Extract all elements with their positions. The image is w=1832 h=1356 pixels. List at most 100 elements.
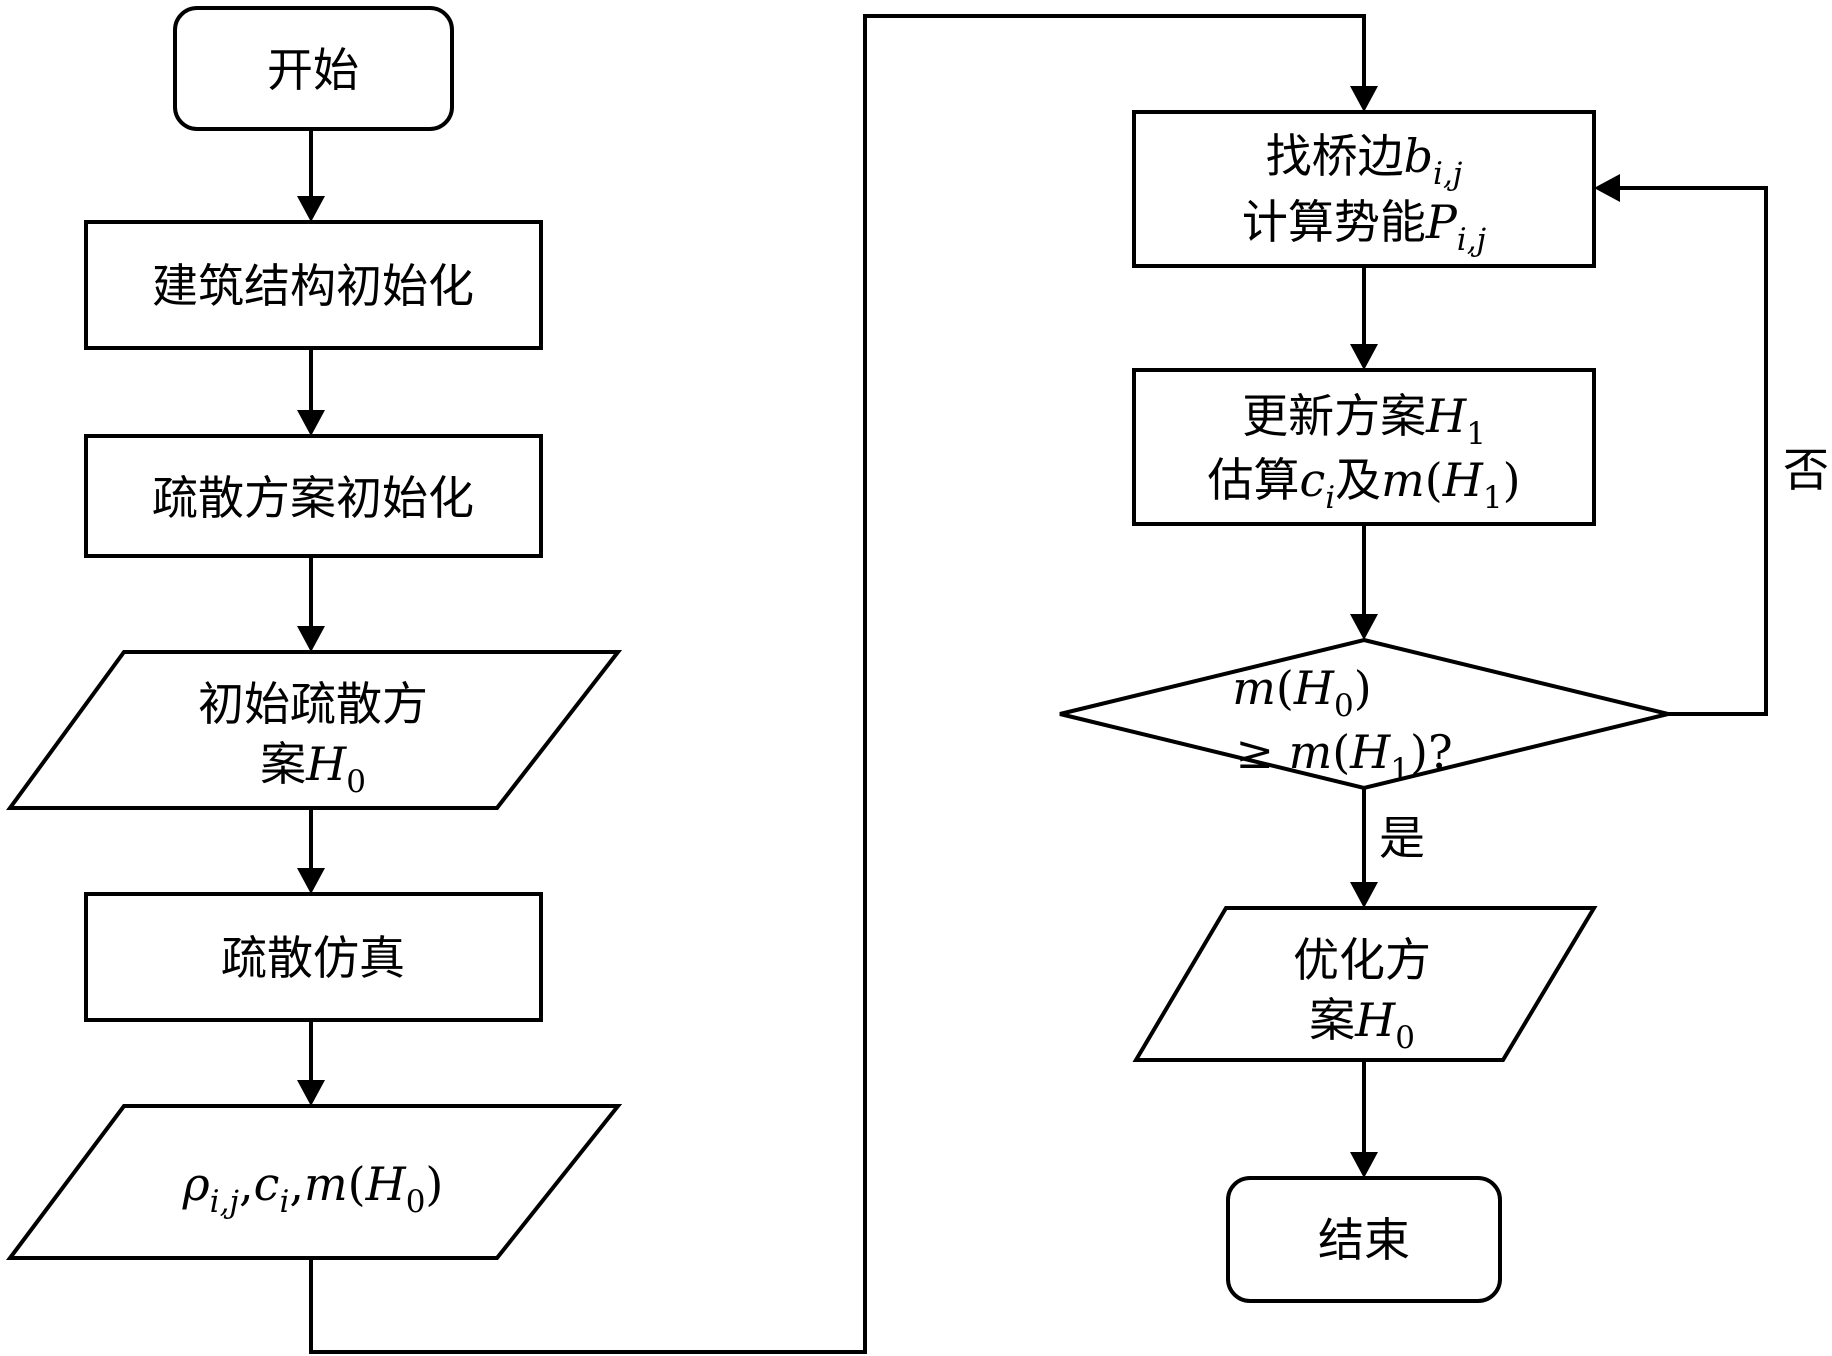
update-plan-line2: 估算ci及m(H1) <box>1207 453 1520 516</box>
outputs-label: ρi,j,ci,m(H0) <box>182 1157 444 1220</box>
node-plan-init: 疏散方案初始化 <box>84 434 543 558</box>
find-bridge-line2-prefix: 计算势能 <box>1242 195 1426 249</box>
update-plan-c-sub: i <box>1325 480 1335 516</box>
edge-outputs-to-find-bridge <box>309 14 1366 1354</box>
update-plan-line2-prefix: 估算 <box>1207 453 1299 507</box>
find-bridge-p: P <box>1425 195 1458 249</box>
edge-label-yes: 是 <box>1379 811 1425 865</box>
node-optimized-plan: 优化方 案H0 <box>1132 906 1598 1062</box>
find-bridge-line2: 计算势能Pi,j <box>1242 195 1487 258</box>
outputs-rho-sub: i,j <box>210 1184 240 1220</box>
node-decision: m(H0) ≥ m(H1)? <box>1059 637 1669 791</box>
decision-line2-m: m <box>1289 725 1333 779</box>
outputs-open: ( <box>348 1157 366 1211</box>
end-label: 结束 <box>1318 1213 1410 1267</box>
arrowhead <box>297 410 325 436</box>
decision-line2-h: H <box>1349 725 1391 779</box>
decision-line1-sub: 0 <box>1334 688 1354 724</box>
edge-label-no: 否 <box>1783 443 1829 497</box>
update-plan-m: m <box>1381 453 1425 507</box>
update-plan-close: ) <box>1503 453 1521 507</box>
arrowhead <box>297 196 325 222</box>
decision-line1-m: m <box>1232 661 1276 715</box>
find-bridge-b: b <box>1404 129 1433 183</box>
decision-shape <box>1059 637 1669 791</box>
decision-line2-open: ( <box>1332 725 1350 779</box>
initial-plan-io-shape <box>6 650 623 810</box>
find-bridge-line1: 找桥边bi,j <box>1266 129 1463 192</box>
node-outputs: ρi,j,ci,m(H0) <box>6 1104 623 1260</box>
plan-init-label: 疏散方案初始化 <box>152 471 474 525</box>
decision-line1-h: H <box>1293 661 1335 715</box>
optimized-plan-sub: 0 <box>1395 1020 1415 1056</box>
outputs-close: ) <box>425 1157 443 1211</box>
initial-plan-var: H <box>305 737 347 791</box>
outputs-rho: ρ <box>182 1157 210 1211</box>
decision-line2-ge: ≥ <box>1235 725 1288 779</box>
decision-line1-open: ( <box>1276 661 1294 715</box>
decision-line2-sub: 1 <box>1390 752 1410 788</box>
update-plan-mid: 及 <box>1335 453 1381 507</box>
arrowhead <box>1350 344 1378 370</box>
edges <box>297 14 1768 1354</box>
update-plan-h2: H <box>1442 453 1484 507</box>
decision-line1: m(H0) <box>1232 661 1371 724</box>
optimized-plan-line2: 案H0 <box>1309 993 1415 1056</box>
decision-line2-close: )? <box>1410 725 1453 779</box>
arrowhead <box>1350 86 1378 112</box>
start-terminal-shape <box>173 6 454 131</box>
initial-plan-line2-prefix: 案 <box>260 737 306 791</box>
end-terminal-shape <box>1226 1176 1502 1303</box>
update-plan-open: ( <box>1425 453 1443 507</box>
initial-plan-line1: 初始疏散方 <box>198 677 428 731</box>
node-initial-plan: 初始疏散方 案H0 <box>6 650 623 810</box>
building-init-label: 建筑结构初始化 <box>152 259 474 313</box>
update-plan-c: c <box>1299 453 1325 507</box>
outputs-c: c <box>254 1157 280 1211</box>
arrowhead <box>1350 1152 1378 1178</box>
arrowhead <box>297 626 325 652</box>
initial-plan-line2: 案H0 <box>260 737 366 800</box>
node-update-plan: 更新方案H1 估算ci及m(H1) <box>1132 368 1596 526</box>
optimized-plan-line2-prefix: 案 <box>1309 993 1355 1047</box>
outputs-c-sub: i <box>279 1184 289 1220</box>
arrowhead <box>1350 882 1378 908</box>
optimized-plan-io-shape <box>1132 906 1598 1062</box>
simulation-label: 疏散仿真 <box>221 931 405 985</box>
node-start: 开始 <box>173 6 454 131</box>
simulation-process-shape <box>84 892 543 1022</box>
arrowhead <box>297 868 325 894</box>
outputs-m: m <box>304 1157 348 1211</box>
initial-plan-sub: 0 <box>346 764 366 800</box>
decision-line1-close: ) <box>1354 661 1372 715</box>
update-plan-h-sub: 1 <box>1466 416 1486 452</box>
optimized-plan-var: H <box>1354 993 1396 1047</box>
arrowhead <box>297 1080 325 1106</box>
edge-decision-no-loop <box>1620 186 1768 716</box>
node-end: 结束 <box>1226 1176 1502 1303</box>
outputs-h-sub: 0 <box>406 1184 426 1220</box>
find-bridge-p-sub: i,j <box>1457 222 1487 258</box>
find-bridge-line1-prefix: 找桥边 <box>1266 129 1404 183</box>
plan-init-process-shape <box>84 434 543 558</box>
outputs-sep2: , <box>289 1157 304 1211</box>
node-building-init: 建筑结构初始化 <box>84 220 543 350</box>
update-plan-h: H <box>1425 389 1467 443</box>
building-init-process-shape <box>84 220 543 350</box>
node-simulation: 疏散仿真 <box>84 892 543 1022</box>
arrowhead <box>1350 614 1378 640</box>
update-plan-process-shape <box>1132 368 1596 526</box>
update-plan-h2-sub: 1 <box>1483 480 1503 516</box>
find-bridge-process-shape <box>1132 110 1596 268</box>
outputs-h: H <box>365 1157 407 1211</box>
decision-line2: ≥ m(H1)? <box>1235 725 1452 788</box>
outputs-io-shape <box>6 1104 623 1260</box>
outputs-sep1: , <box>239 1157 254 1211</box>
optimized-plan-line1: 优化方 <box>1293 933 1431 987</box>
update-plan-line1-prefix: 更新方案 <box>1242 389 1426 443</box>
update-plan-line1: 更新方案H1 <box>1242 389 1486 452</box>
arrowhead <box>1594 174 1620 202</box>
find-bridge-b-sub: i,j <box>1433 156 1463 192</box>
node-find-bridge: 找桥边bi,j 计算势能Pi,j <box>1132 110 1596 268</box>
